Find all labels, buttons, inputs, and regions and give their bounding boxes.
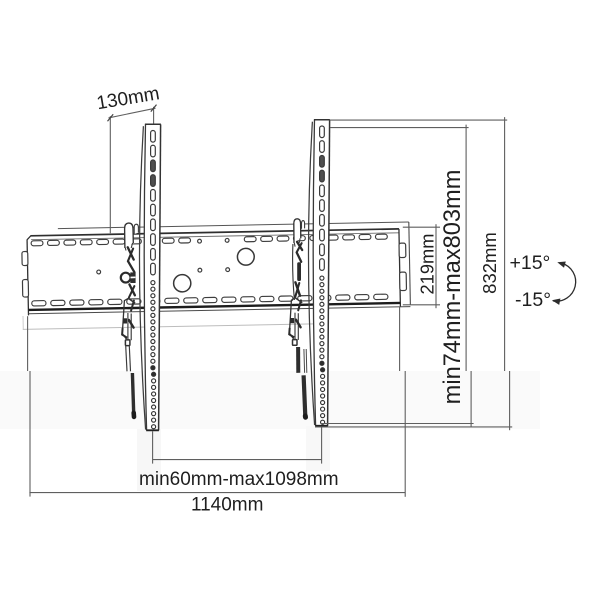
svg-text:1140mm: 1140mm xyxy=(191,495,264,516)
svg-text:-15°: -15° xyxy=(515,289,551,311)
svg-text:219mm: 219mm xyxy=(417,234,438,295)
svg-text:min60mm-max1098mm: min60mm-max1098mm xyxy=(139,469,339,490)
svg-text:+15°: +15° xyxy=(509,252,550,274)
svg-text:min74mm-max803mm: min74mm-max803mm xyxy=(440,170,466,405)
svg-text:832mm: 832mm xyxy=(479,232,500,294)
